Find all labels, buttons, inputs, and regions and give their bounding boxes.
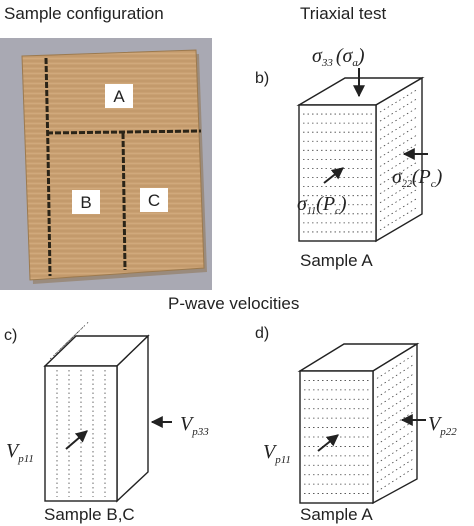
cube-b xyxy=(296,76,425,243)
bedding-dash xyxy=(379,188,419,213)
bedding-dash xyxy=(379,97,419,122)
vp11-arrow-d xyxy=(317,434,339,452)
header-triaxial-test: Triaxial test xyxy=(300,4,387,23)
cube-b-side-face xyxy=(375,76,423,243)
vp33-label: Vp33 xyxy=(180,413,209,438)
header-sample-configuration: Sample configuration xyxy=(4,4,164,23)
cut-line-vertical-left xyxy=(44,57,52,277)
cube-d xyxy=(297,342,420,505)
sigma11-arrow xyxy=(323,167,344,184)
vp11-label-c: Vp11 xyxy=(6,440,34,465)
sigma22-label: σ22(Pc) xyxy=(392,166,443,190)
label-box-b xyxy=(72,190,100,214)
panel-label-c: c) xyxy=(4,327,17,344)
cube-d-side-face xyxy=(372,342,418,505)
sample-photo: A B C xyxy=(0,38,212,290)
bedding-dash xyxy=(379,106,419,131)
bedding-dash xyxy=(379,161,419,185)
caption-d: Sample A xyxy=(300,505,373,524)
vp22-label: Vp22 xyxy=(428,413,457,438)
panel-label-b: b) xyxy=(255,70,269,87)
sigma33-label: σ33(σa) xyxy=(312,45,365,69)
panel-label-d: d) xyxy=(255,325,269,342)
bedding-dash xyxy=(379,115,419,140)
photo-label-a: A xyxy=(113,87,125,106)
photo-label-b: B xyxy=(80,193,91,212)
bedding-dash xyxy=(379,206,419,231)
bedding-dash xyxy=(379,143,419,167)
bedding-dash xyxy=(379,170,419,195)
sandstone-block xyxy=(21,49,205,281)
bedding-dash xyxy=(379,197,419,222)
caption-c: Sample B,C xyxy=(44,505,135,524)
cube-c xyxy=(43,320,150,503)
label-box-c xyxy=(140,188,168,212)
header-p-wave-velocities: P-wave velocities xyxy=(168,294,299,313)
vp11-label-d: Vp11 xyxy=(263,441,291,466)
bedding-dash xyxy=(379,134,419,158)
bedding-dash xyxy=(379,88,419,113)
caption-b: Sample A xyxy=(300,251,373,270)
vp11-arrow-c xyxy=(65,430,88,450)
cut-line-horizontal xyxy=(46,129,202,135)
label-box-a xyxy=(105,84,133,108)
sigma11-label: σ11(Pc) xyxy=(297,193,347,217)
cube-c-side-face xyxy=(116,334,149,503)
photo-label-c: C xyxy=(148,191,160,210)
bedding-dash xyxy=(379,124,419,149)
cut-line-vertical-middle xyxy=(121,132,127,271)
bedding-dash xyxy=(379,179,419,204)
